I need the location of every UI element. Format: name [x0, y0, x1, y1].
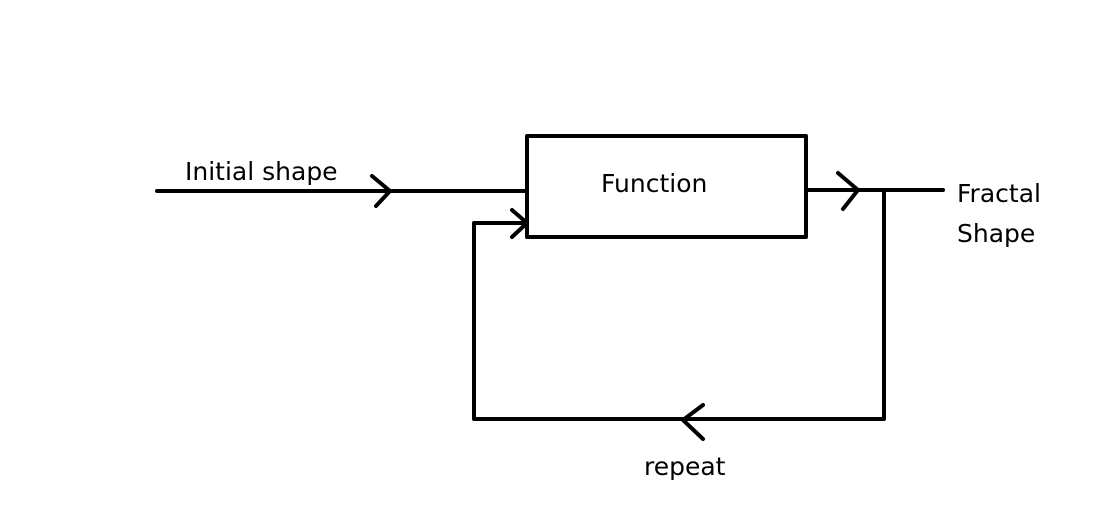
- loop-entry-arrowhead: [510, 208, 529, 239]
- output-label-line1: Fractal: [957, 179, 1041, 208]
- input-arrowhead: [370, 174, 392, 208]
- function-label: Function: [601, 169, 707, 198]
- output-label-line2: Shape: [957, 219, 1035, 248]
- loop-arrowhead: [681, 403, 705, 441]
- feedback-loop-line: [472, 188, 886, 421]
- loop-label: repeat: [644, 452, 726, 481]
- output-arrowhead: [836, 171, 860, 211]
- function-box: [525, 134, 808, 239]
- input-label: Initial shape: [185, 157, 338, 186]
